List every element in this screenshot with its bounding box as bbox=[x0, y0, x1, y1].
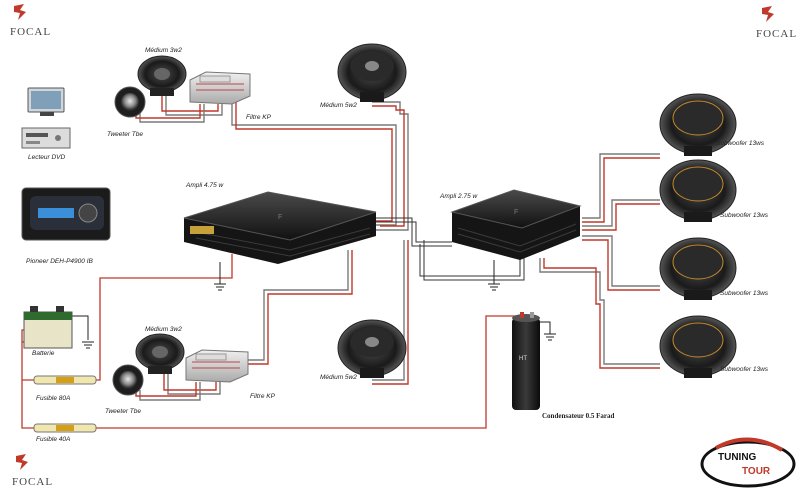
tuning-tour-badge: TUNING TOUR bbox=[700, 437, 796, 488]
ground-wires bbox=[72, 260, 556, 349]
filter-kp-top bbox=[189, 71, 251, 105]
tv-screen bbox=[27, 87, 65, 116]
amp1-label: Ampli 4.75 w bbox=[186, 182, 224, 189]
dvd-player bbox=[21, 127, 71, 149]
fuse-40a-label: Fusible 40A bbox=[36, 436, 71, 443]
medium-3w2-bottom-speaker bbox=[135, 333, 185, 374]
dvd-label: Lecteur DVD bbox=[28, 154, 66, 161]
subwoofer-4 bbox=[659, 315, 737, 378]
amplifier-4-75: F bbox=[183, 191, 377, 264]
tweeter-top-speaker bbox=[114, 86, 146, 118]
filter-kp-top-label: Filtre KP bbox=[246, 114, 271, 121]
medium-3w2-top-label: Médium 3w2 bbox=[145, 47, 182, 54]
medium-5w2-bottom-speaker bbox=[337, 319, 407, 378]
filter-kp-bottom bbox=[185, 349, 249, 383]
capacitor: HT bbox=[512, 312, 540, 410]
focal-wordmark-top-right: FOCAL bbox=[756, 28, 798, 40]
filter-kp-bottom-label: Filtre KP bbox=[250, 393, 275, 400]
fuse-80a-label: Fusible 80A bbox=[36, 395, 71, 402]
medium-5w2-top-speaker bbox=[337, 43, 407, 102]
battery-label: Batterie bbox=[32, 350, 55, 357]
svg-text:F: F bbox=[514, 209, 518, 216]
sub4-label: Subwoofer 13ws bbox=[720, 366, 769, 373]
svg-text:TUNING: TUNING bbox=[718, 452, 757, 463]
focal-wordmark-top-left: FOCAL bbox=[10, 26, 52, 38]
subwoofer-1 bbox=[659, 93, 737, 156]
tweeter-top-label: Tweeter Tbe bbox=[107, 131, 144, 138]
signal-wires bbox=[374, 217, 525, 281]
medium-3w2-bottom-label: Médium 3w2 bbox=[145, 326, 182, 333]
sub3-label: Subwoofer 13ws bbox=[720, 290, 769, 297]
sub1-label: Subwoofer 13ws bbox=[716, 140, 765, 147]
focal-wordmark-bottom-left: FOCAL bbox=[12, 476, 54, 488]
power-wires bbox=[21, 254, 524, 429]
subwoofer-3 bbox=[659, 237, 737, 300]
svg-text:F: F bbox=[278, 214, 282, 221]
tweeter-bottom-speaker bbox=[112, 364, 144, 396]
amp2-label: Ampli 2.75 w bbox=[440, 193, 478, 200]
battery bbox=[23, 306, 73, 349]
focal-logo-top-left bbox=[14, 4, 26, 20]
focal-logo-top-right bbox=[762, 6, 774, 22]
amplifier-2-75: F bbox=[450, 189, 582, 260]
head-unit bbox=[21, 187, 111, 241]
fuse-40a bbox=[33, 423, 97, 433]
medium-5w2-bottom-label: Médium 5w2 bbox=[320, 374, 357, 381]
capacitor-brand-mark: HT bbox=[519, 356, 527, 362]
svg-text:TOUR: TOUR bbox=[742, 466, 771, 477]
tweeter-bottom-label: Tweeter Tbe bbox=[105, 408, 142, 415]
fuse-80a bbox=[33, 375, 97, 385]
medium-3w2-top-speaker bbox=[137, 55, 187, 96]
subwoofer-2 bbox=[659, 159, 737, 222]
sub2-label: Subwoofer 13ws bbox=[720, 212, 769, 219]
pioneer-label: Pioneer DEH-P4900 IB bbox=[26, 258, 93, 265]
focal-logo-bottom-left bbox=[16, 454, 28, 470]
medium-5w2-top-label: Médium 5w2 bbox=[320, 102, 357, 109]
capacitor-label: Condensateur 0.5 Farad bbox=[542, 412, 615, 420]
